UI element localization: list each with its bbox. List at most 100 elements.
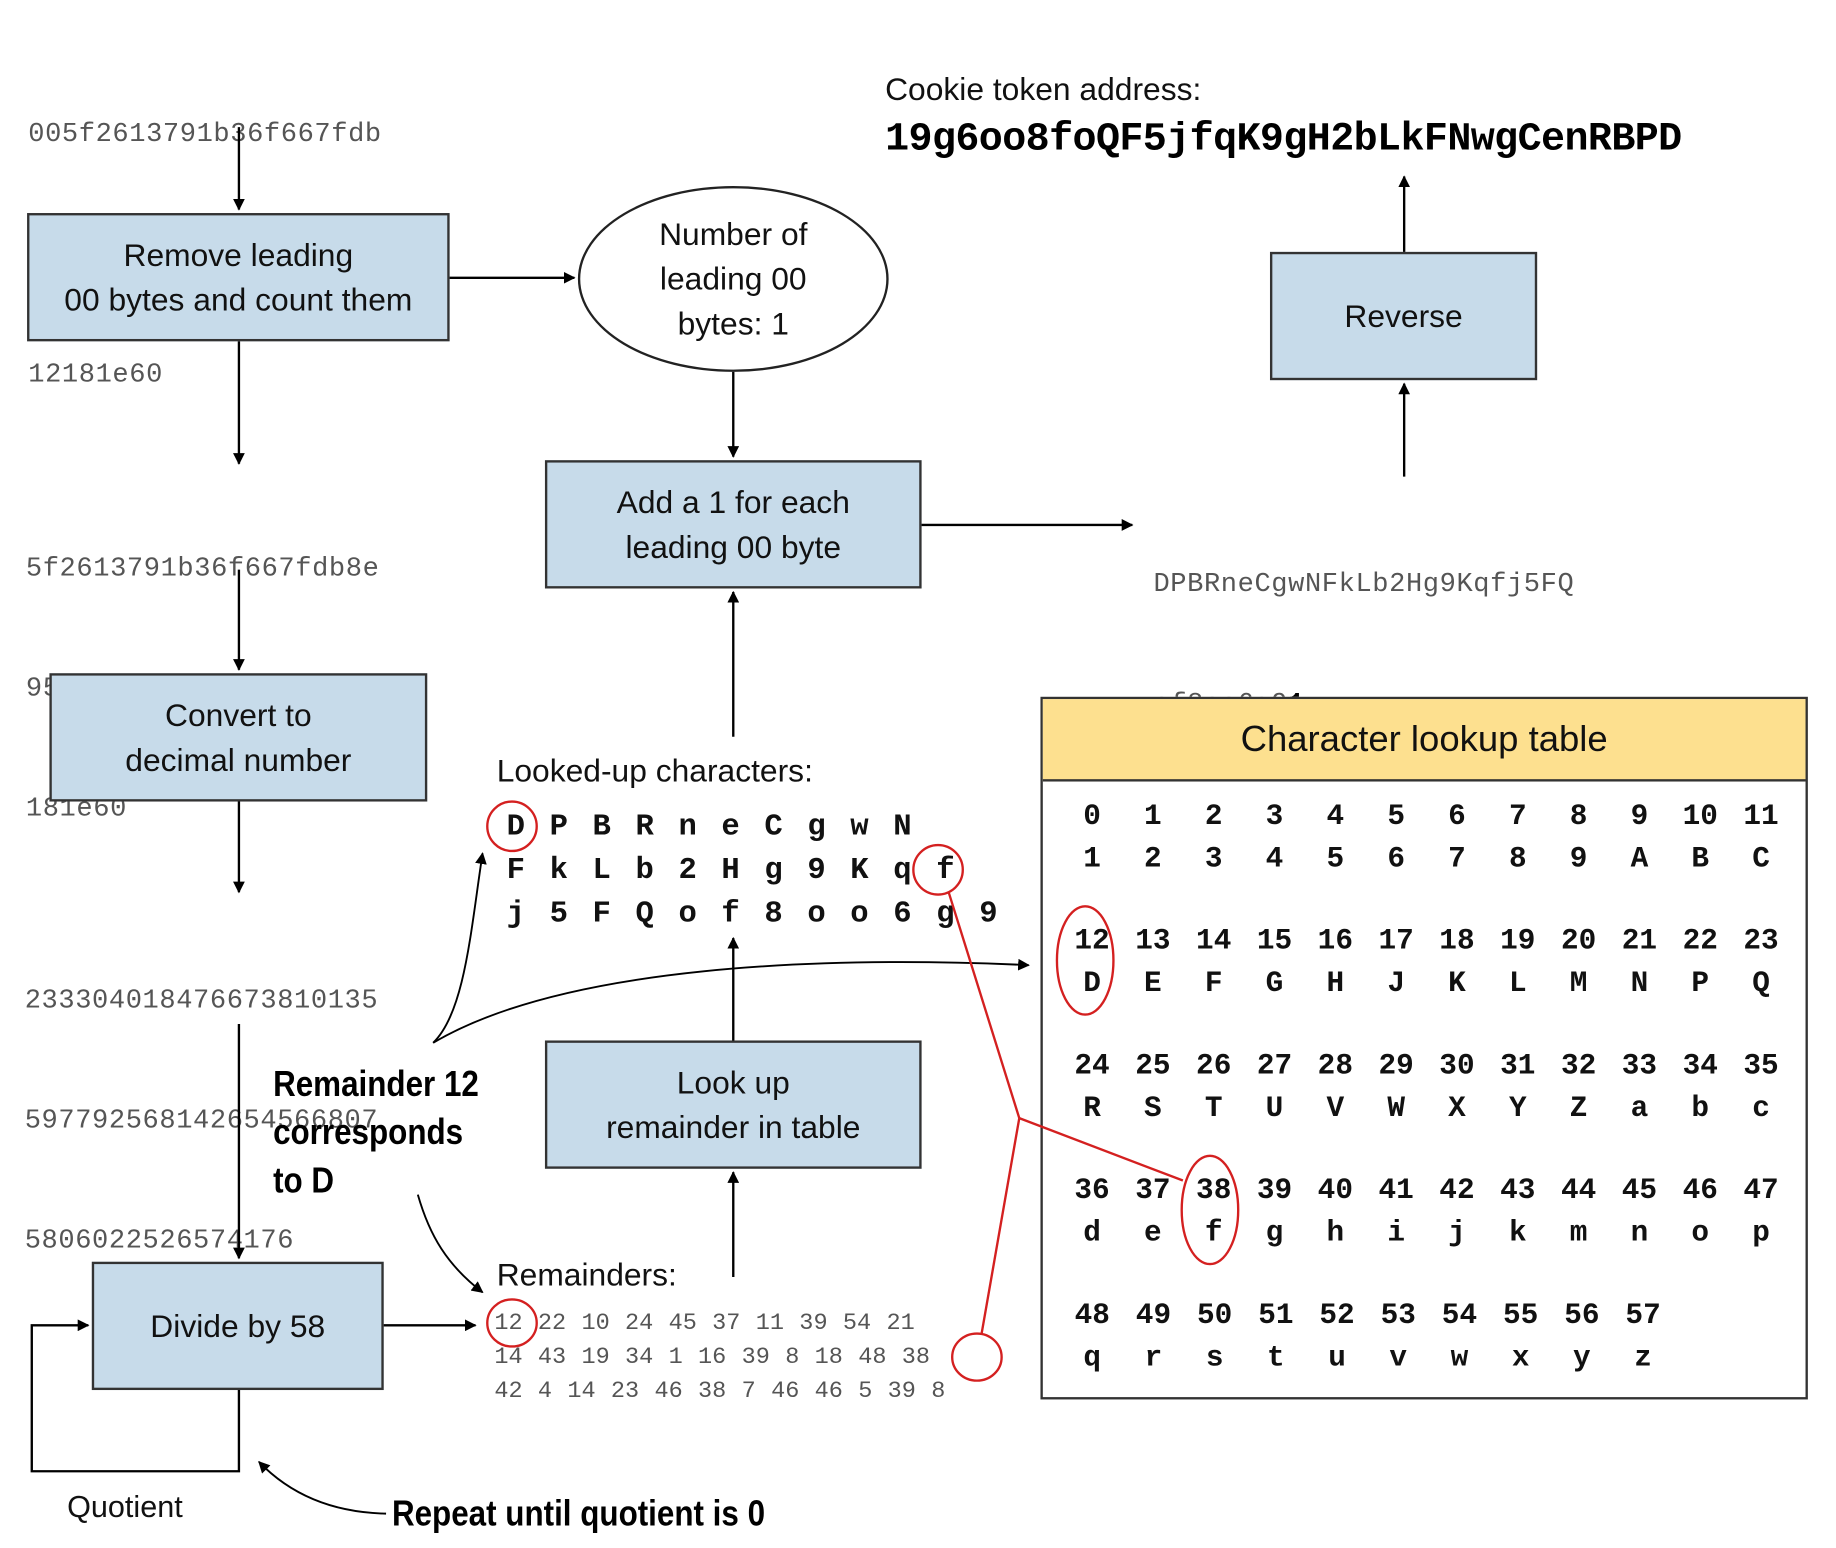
looked-up-char: N xyxy=(893,808,912,844)
lookup-index: 38 xyxy=(1196,1173,1232,1208)
lookup-char: C xyxy=(1752,841,1770,876)
repeat-note: Repeat until quotient is 0 xyxy=(391,1492,766,1534)
looked-up-char: 5 xyxy=(549,895,568,932)
lookup-index: 26 xyxy=(1196,1048,1232,1083)
box-line: Reverse xyxy=(1344,298,1463,334)
ellipse-line: bytes: 1 xyxy=(677,306,789,342)
remainder-value: 34 xyxy=(625,1344,654,1372)
box-line: Look up xyxy=(676,1064,790,1100)
looked-up-char: H xyxy=(721,852,740,888)
lookup-index: 53 xyxy=(1380,1298,1416,1333)
box-line: Divide by 58 xyxy=(150,1308,326,1344)
remainder-value: 16 xyxy=(698,1344,727,1372)
looked-up-char: R xyxy=(635,808,654,844)
lookup-index: 15 xyxy=(1256,923,1293,959)
lookup-char: 9 xyxy=(1569,841,1588,876)
remainders-label: Remainders: xyxy=(496,1257,677,1293)
lookup-char: 5 xyxy=(1326,841,1345,876)
cookie-address: 19g6oo8foQF5jfqK9gH2bLkFNwgCenRBPD xyxy=(885,117,1682,163)
reverse-box: Reverse xyxy=(1269,251,1538,381)
red-line-join-to-38-remainder xyxy=(980,1117,1021,1334)
looked-up-char: B xyxy=(592,808,611,844)
looked-up-char: b xyxy=(635,852,654,888)
decimal-line: 5806022526574176 xyxy=(24,1225,295,1256)
lookup-index: 57 xyxy=(1625,1298,1661,1333)
remainder-value: 46 xyxy=(654,1378,683,1406)
note-line: to D xyxy=(273,1159,335,1201)
remainder-value: 8 xyxy=(785,1344,800,1372)
note-line: corresponds xyxy=(273,1111,464,1153)
lookup-char: 7 xyxy=(1448,841,1466,876)
lookup-char: t xyxy=(1267,1340,1285,1375)
lookup-char: B xyxy=(1691,841,1710,876)
remainder-value: 39 xyxy=(799,1310,828,1338)
remainder-value: 54 xyxy=(842,1310,872,1338)
remainder-value: 7 xyxy=(741,1378,756,1406)
input-hex-line: 005f2613791b36f667fdb xyxy=(28,118,382,150)
lookup-index: 40 xyxy=(1317,1173,1353,1208)
lookup-index: 34 xyxy=(1682,1048,1718,1083)
lookup-char: J xyxy=(1387,966,1405,1001)
lookup-index: 48 xyxy=(1074,1298,1110,1333)
lookup-index: 18 xyxy=(1439,923,1475,959)
remainder-value: 23 xyxy=(610,1378,640,1406)
lookup-char: T xyxy=(1204,1091,1223,1126)
lookup-index: 1 xyxy=(1144,799,1162,834)
looked-up-char: F xyxy=(506,852,525,888)
looked-up-char: q xyxy=(893,852,912,888)
remainder-value: 1 xyxy=(668,1344,683,1372)
lookup-index: 5 xyxy=(1387,799,1405,834)
looked-up-char: n xyxy=(678,808,697,844)
lookup-char: x xyxy=(1511,1340,1530,1375)
lookup-char: w xyxy=(1450,1340,1469,1375)
lookup-char: e xyxy=(1144,1215,1162,1250)
decimal-line: 233304018476673810135 xyxy=(24,985,379,1016)
remainder-value: 10 xyxy=(581,1310,610,1338)
lookup-index: 16 xyxy=(1317,923,1353,959)
remainder-value: 5 xyxy=(858,1378,873,1406)
lookup-index: 43 xyxy=(1500,1173,1536,1208)
lookup-index: 36 xyxy=(1074,1173,1110,1208)
lookup-char: R xyxy=(1083,1091,1101,1126)
lookup-index: 50 xyxy=(1196,1298,1233,1333)
lookup-index: 56 xyxy=(1564,1298,1600,1333)
lookup-index: 39 xyxy=(1256,1173,1293,1208)
looked-up-char: g xyxy=(807,808,826,844)
lookup-index: 6 xyxy=(1448,799,1466,834)
lookup-char: U xyxy=(1265,1091,1284,1126)
lookup-index: 51 xyxy=(1258,1298,1294,1333)
lookup-char: q xyxy=(1083,1340,1102,1375)
lookup-char: P xyxy=(1691,966,1710,1001)
remainder-value: 46 xyxy=(771,1378,800,1406)
looked-up-char: w xyxy=(850,808,869,844)
remainder-value: 43 xyxy=(537,1344,567,1372)
lookup-index: 32 xyxy=(1560,1048,1597,1083)
remainder-value: 14 xyxy=(567,1378,596,1406)
remainder-value: 37 xyxy=(712,1310,741,1338)
lookup-char: p xyxy=(1752,1215,1770,1250)
remainder-value: 39 xyxy=(887,1378,916,1406)
looked-up-char: Q xyxy=(635,895,654,932)
add-one-box: Add a 1 for each leading 00 byte xyxy=(544,460,922,589)
lookup-index: 9 xyxy=(1630,799,1649,834)
looked-up-char: 2 xyxy=(678,852,697,888)
remainder-value: 22 xyxy=(537,1310,567,1338)
lookup-char: 3 xyxy=(1204,841,1223,876)
lookup-index: 44 xyxy=(1560,1173,1597,1208)
lookup-index: 19 xyxy=(1500,923,1536,959)
lookup-char: K xyxy=(1448,966,1466,1001)
remainder-value: 45 xyxy=(668,1310,697,1338)
looked-up-label: Looked-up characters: xyxy=(496,753,813,789)
looked-up-char: C xyxy=(764,808,783,844)
